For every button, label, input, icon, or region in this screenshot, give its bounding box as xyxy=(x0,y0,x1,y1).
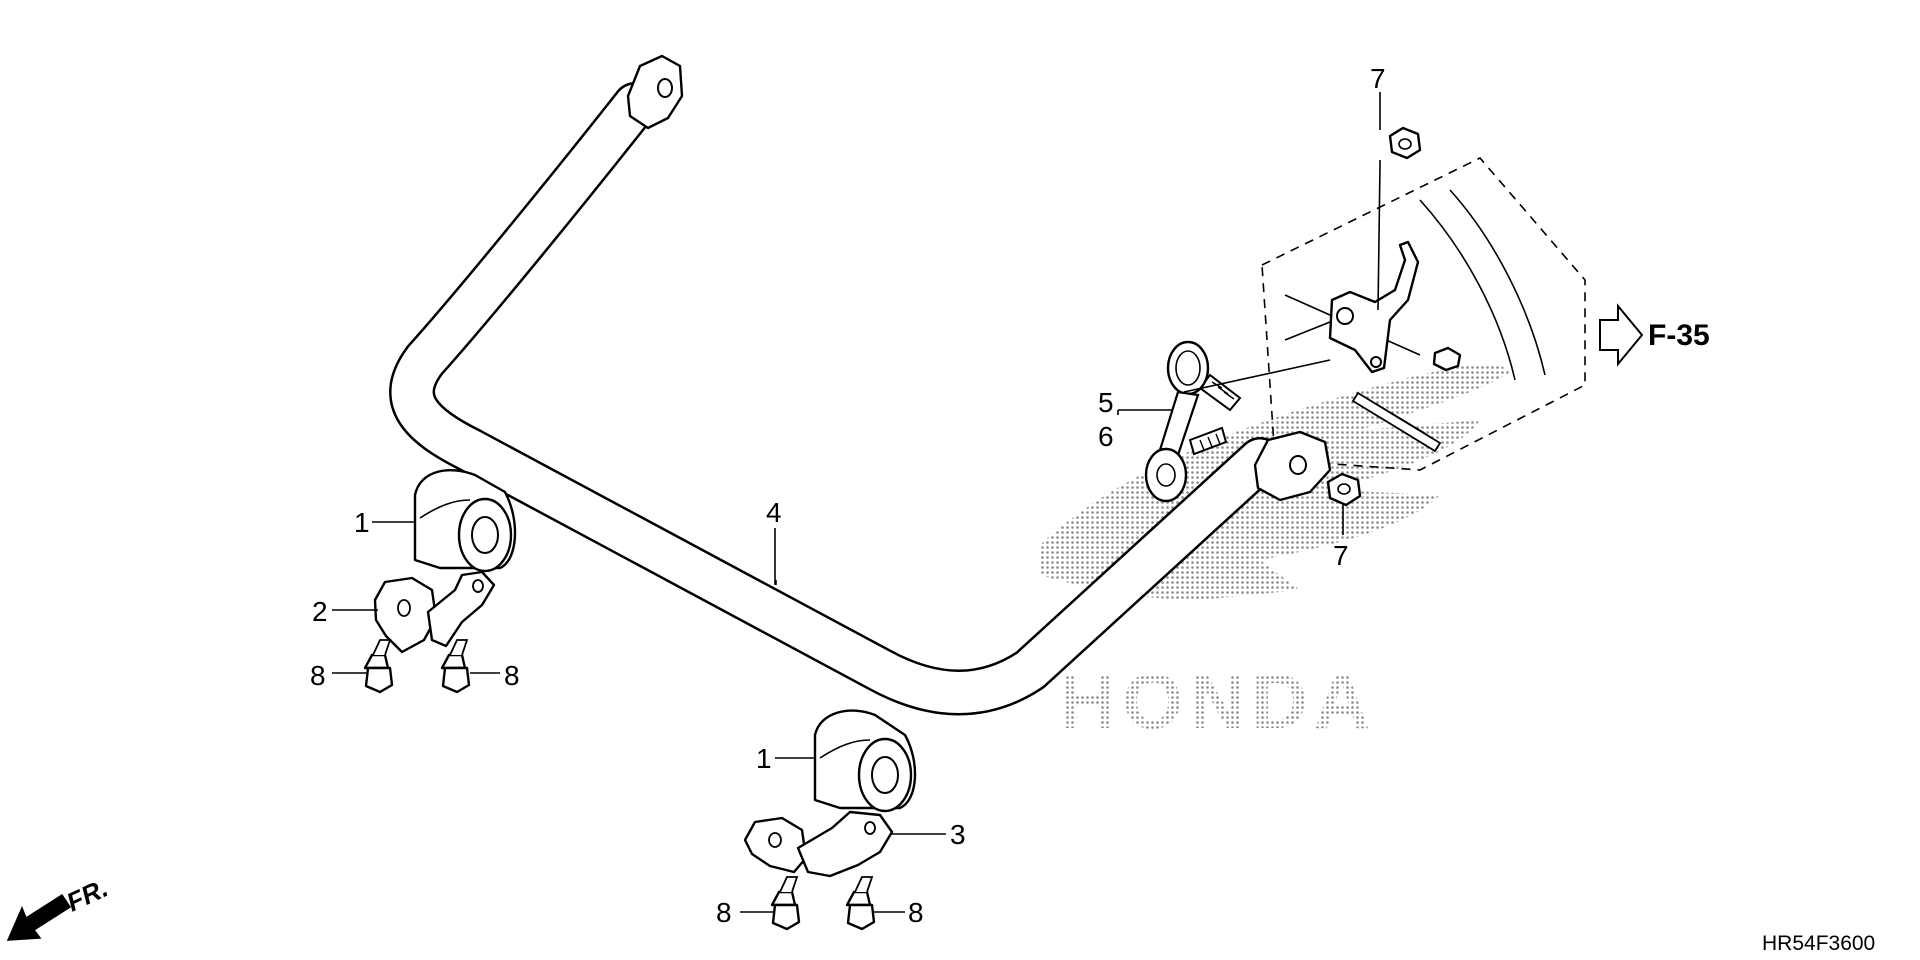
front-arrow-icon xyxy=(6,893,72,941)
callout-2: 2 xyxy=(312,596,328,627)
hollow-arrow-icon xyxy=(1599,303,1644,367)
link-lower-joint xyxy=(1144,447,1188,503)
holder-left xyxy=(373,570,496,654)
honda-watermark-text: HONDA xyxy=(1060,657,1376,745)
link-upper-joint xyxy=(1166,340,1210,396)
stabilizer-link xyxy=(1144,340,1242,503)
callout-7-top: 7 xyxy=(1370,63,1386,94)
callout-4: 4 xyxy=(766,497,782,528)
holder-right xyxy=(743,810,894,878)
flange-bolt-c xyxy=(770,876,801,931)
reference-label[interactable]: F-35 xyxy=(1648,319,1710,352)
callout-1-lower: 1 xyxy=(756,743,772,774)
callout-5: 5 xyxy=(1098,387,1114,418)
reference-arrow[interactable]: F-35 xyxy=(1599,303,1710,367)
flange-bolt-a xyxy=(363,639,394,694)
callout-8-b: 8 xyxy=(504,660,520,691)
stabilizer-bar xyxy=(389,54,1332,716)
reference-nut xyxy=(1432,346,1462,372)
diagram-code: HR54F3600 xyxy=(1762,932,1875,955)
bushing-upper xyxy=(413,468,517,573)
bar-end-upper xyxy=(626,54,684,130)
callout-3: 3 xyxy=(950,819,966,850)
callout-6: 6 xyxy=(1098,421,1114,452)
callout-1-upper: 1 xyxy=(354,507,370,538)
reference-stud xyxy=(1351,391,1442,453)
callout-8-c: 8 xyxy=(716,897,732,928)
front-label: FR. xyxy=(62,873,113,918)
flange-nut-top xyxy=(1388,126,1422,160)
flange-bolt-d xyxy=(845,876,876,931)
callout-7-bottom: 7 xyxy=(1333,540,1349,571)
leader-lines xyxy=(332,92,1381,913)
callout-8-a: 8 xyxy=(310,660,326,691)
front-direction-indicator: FR. xyxy=(6,873,113,941)
bushing-lower xyxy=(813,709,917,813)
callout-numbers: 1 2 8 8 4 5 6 7 7 1 3 8 8 xyxy=(310,63,1386,928)
callout-8-d: 8 xyxy=(908,897,924,928)
stabilizer-link-bracket xyxy=(1328,240,1420,374)
flange-bolt-b xyxy=(440,639,471,694)
flange-nut-bottom xyxy=(1326,472,1362,507)
